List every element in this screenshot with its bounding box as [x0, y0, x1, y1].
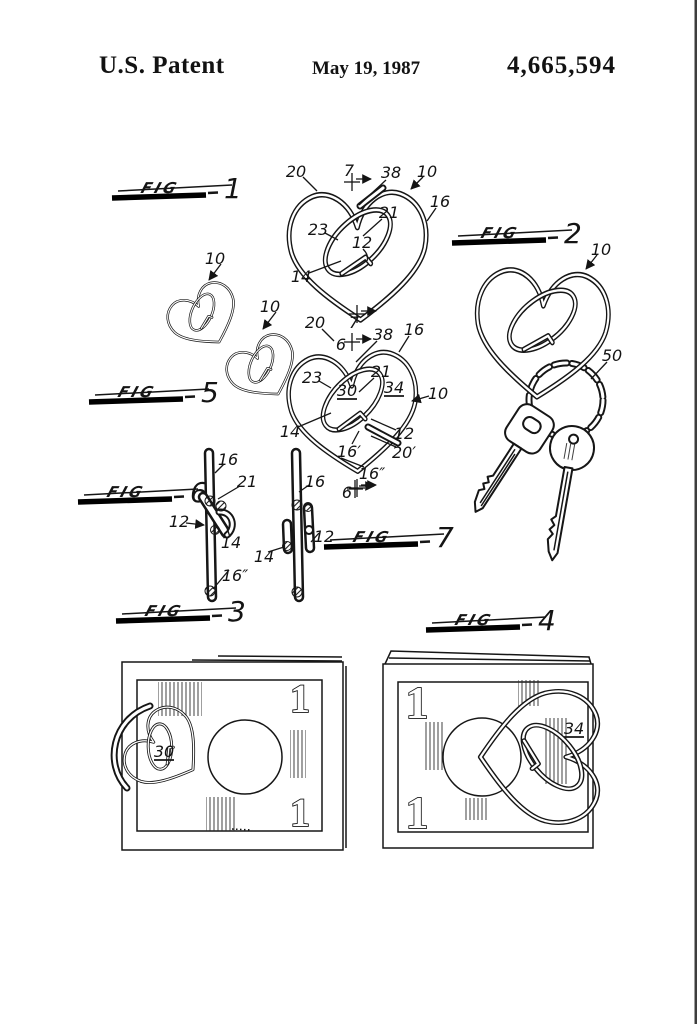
ref-label-23: 23 [302, 368, 322, 387]
fig7-number: 7 [436, 521, 454, 554]
ref-label-6: 6 [342, 483, 352, 502]
fig4-label: FIG 4 [425, 604, 556, 637]
reference-numerals: 20 7 38 10 16 23 21 12 14 7 20 6 38 16 2… [154, 161, 622, 761]
ref-label-20-prime: 20′ [392, 443, 416, 462]
fig4-word: FIG [453, 611, 496, 629]
ref-label-10: 10 [428, 384, 448, 403]
bill-denomination: 1 [406, 677, 429, 728]
fig2-keychain [459, 254, 611, 562]
fig4-bill: 1 1 [382, 650, 598, 849]
page-title: U.S. Patent [99, 52, 225, 79]
ref-label-21: 21 [237, 472, 257, 491]
scan-edge-line [694, 0, 697, 1024]
ref-label-30: 30 [154, 742, 174, 761]
ref-label-20: 20 [286, 162, 306, 181]
fig1-number: 1 [224, 172, 242, 205]
ref-label-10: 10 [205, 249, 225, 268]
fig1-heart-clip [288, 173, 437, 323]
patent-number: 4,665,594 [507, 52, 616, 79]
fig2-word: FIG [479, 224, 522, 242]
fig4-number: 4 [538, 604, 556, 637]
ref-label-14: 14 [280, 422, 300, 441]
ref-label-10: 10 [260, 297, 280, 316]
ref-label-30: 30 [337, 381, 357, 400]
ref-label-12: 12 [352, 233, 372, 252]
ref-label-20: 20 [305, 313, 325, 332]
patent-date: May 19, 1987 [312, 58, 421, 79]
ref-label-16-double-prime: 16″ [222, 566, 248, 585]
ref-label-10: 10 [417, 162, 437, 181]
ref-label-16: 16 [430, 192, 450, 211]
fig5-chain-clips [161, 263, 308, 411]
ref-label-21: 21 [379, 203, 399, 222]
fig7-label: FIG 7 [323, 521, 454, 554]
ref-label-12: 12 [169, 512, 189, 531]
fig1-label: FIG 1 [111, 172, 242, 205]
ref-label-14: 14 [291, 267, 311, 286]
ref-label-16-double-prime: 16″ [359, 464, 385, 483]
bill-denomination: 1 [406, 787, 429, 838]
bill-portrait-circle [207, 719, 283, 795]
ref-label-12: 12 [394, 424, 414, 443]
ref-label-50: 50 [602, 346, 622, 365]
ref-label-6: 6 [336, 335, 346, 354]
ref-label-21: 21 [371, 362, 391, 381]
bill-denomination: 1 [290, 790, 310, 835]
fig1-word: FIG [139, 179, 182, 197]
fig5-number: 5 [201, 376, 219, 409]
ref-label-38: 38 [381, 163, 401, 182]
fig6-label: FIG 6 [77, 476, 208, 509]
fig2-number: 2 [564, 217, 582, 250]
fig3-word: FIG [143, 602, 186, 620]
ref-label-16: 16 [305, 472, 325, 491]
fig2-label: FIG 2 [451, 217, 582, 250]
ref-label-23: 23 [308, 220, 328, 239]
ref-label-34: 34 [564, 719, 584, 738]
ref-label-10: 10 [591, 240, 611, 259]
ref-label-16-prime: 16′ [337, 442, 361, 461]
ref-label-38: 38 [373, 325, 393, 344]
ref-label-16: 16 [218, 450, 238, 469]
ref-label-14: 14 [221, 533, 241, 552]
fig3-number: 3 [228, 595, 246, 628]
fig5-label: FIG 5 [88, 376, 219, 409]
key-icon [473, 403, 555, 513]
ref-label-7: 7 [349, 313, 360, 332]
fig3-label: FIG 3 [115, 595, 246, 628]
bill-denomination: 1 [290, 676, 310, 721]
fig7-word: FIG [351, 528, 394, 546]
fig6-sections [185, 447, 374, 603]
ref-label-16: 16 [404, 320, 424, 339]
fig5-word: FIG [116, 383, 159, 401]
key-icon [546, 425, 595, 562]
ref-label-14: 14 [254, 547, 274, 566]
ref-label-7: 7 [344, 161, 355, 180]
ref-label-12: 12 [314, 527, 334, 546]
fig3-bill: 1 1 [110, 655, 347, 851]
ref-label-34: 34 [384, 378, 404, 397]
middle-heart-clip [286, 328, 430, 497]
fig6-word: FIG [105, 483, 148, 501]
